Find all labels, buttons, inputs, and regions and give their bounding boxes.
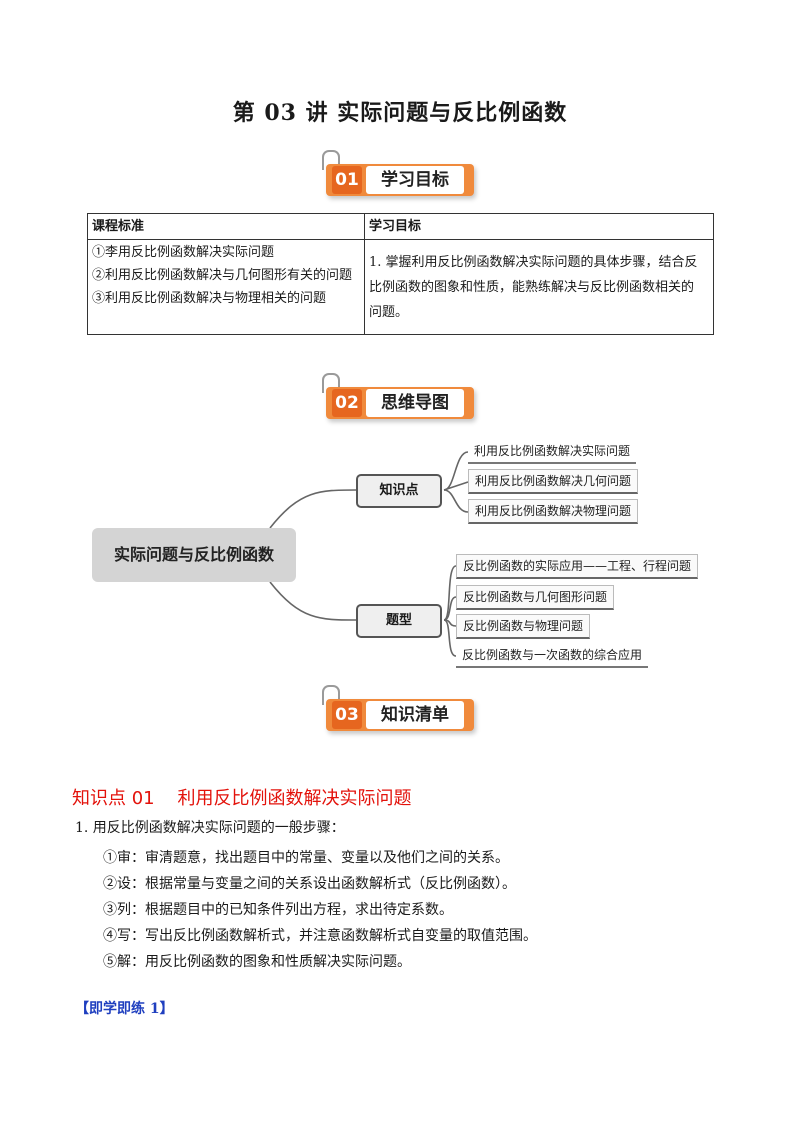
mindmap-leaf: 利用反比例函数解决物理问题 [468, 499, 639, 524]
step-item: ①审：审清题意，找出题目中的常量、变量以及他们之间的关系。 [103, 850, 509, 866]
knowledge-intro: 1. 用反比例函数解决实际问题的一般步骤： [75, 820, 345, 836]
section-number: 03 [332, 701, 362, 729]
connector-line [443, 619, 457, 657]
connector-line [269, 489, 357, 529]
pin-icon [322, 685, 340, 705]
pin-icon [322, 150, 340, 170]
mindmap-leaf: 反比例函数与物理问题 [456, 614, 591, 639]
standard-item: ②利用反比例函数解决与几何图形有关的问题 [92, 268, 353, 283]
knowledge-point-title: 知识点 01 利用反比例函数解决实际问题 [72, 788, 412, 809]
step-item: ②设：根据常量与变量之间的关系设出函数解析式（反比例函数）。 [103, 876, 516, 892]
section-number: 02 [332, 389, 362, 417]
mindmap-leaf: 反比例函数与几何图形问题 [456, 585, 615, 610]
goals-table: 课程标准 学习目标 ①李用反比例函数解决实际问题 ②利用反比例函数解决与几何图形… [87, 213, 714, 335]
connector-line [443, 451, 469, 491]
mindmap-leaf: 利用反比例函数解决几何问题 [468, 469, 639, 494]
practice-label: 【即学即练 1】 [75, 1001, 174, 1017]
mindmap-leaf: 反比例函数的实际应用——工程、行程问题 [456, 554, 699, 579]
step-item: ③列：根据题目中的已知条件列出方程，求出待定系数。 [103, 902, 453, 918]
page-title: 第 03 讲 实际问题与反比例函数 [232, 100, 568, 126]
mindmap-branch-knowledge: 知识点 [356, 474, 442, 508]
connector-line [443, 596, 457, 621]
section-badge-mindmap: 02 思维导图 [322, 373, 474, 421]
section-number: 01 [332, 166, 362, 194]
step-item: ④写：写出反比例函数解析式，并注意函数解析式自变量的取值范围。 [103, 928, 537, 944]
mindmap-leaf: 反比例函数与一次函数的综合应用 [456, 644, 649, 668]
pin-icon [322, 373, 340, 393]
mindmap-branch-types: 题型 [356, 604, 442, 638]
goal-cell: 1. 掌握利用反比例函数解决实际问题的具体步骤，结合反比例函数的图象和性质，能熟… [364, 239, 714, 335]
connector-line [443, 481, 469, 491]
connector-line [443, 489, 469, 513]
standard-item: ③利用反比例函数解决与物理相关的问题 [92, 291, 327, 306]
table-header: 课程标准 [87, 213, 365, 240]
section-label: 思维导图 [366, 389, 464, 417]
section-label: 学习目标 [366, 166, 464, 194]
section-badge-goals: 01 学习目标 [322, 150, 474, 198]
section-label: 知识清单 [366, 701, 464, 729]
table-header: 学习目标 [364, 213, 714, 240]
standards-cell: ①李用反比例函数解决实际问题 ②利用反比例函数解决与几何图形有关的问题 ③利用反… [87, 239, 365, 335]
section-badge-knowledge: 03 知识清单 [322, 685, 474, 733]
step-item: ⑤解：用反比例函数的图象和性质解决实际问题。 [103, 954, 411, 970]
steps-list: ①审：审清题意，找出题目中的常量、变量以及他们之间的关系。 ②设：根据常量与变量… [103, 845, 743, 975]
mindmap-root: 实际问题与反比例函数 [92, 528, 296, 582]
connector-line [269, 581, 357, 621]
standard-item: ①李用反比例函数解决实际问题 [92, 245, 275, 260]
mindmap-leaf: 利用反比例函数解决实际问题 [468, 440, 637, 464]
mindmap-connectors [269, 451, 469, 657]
